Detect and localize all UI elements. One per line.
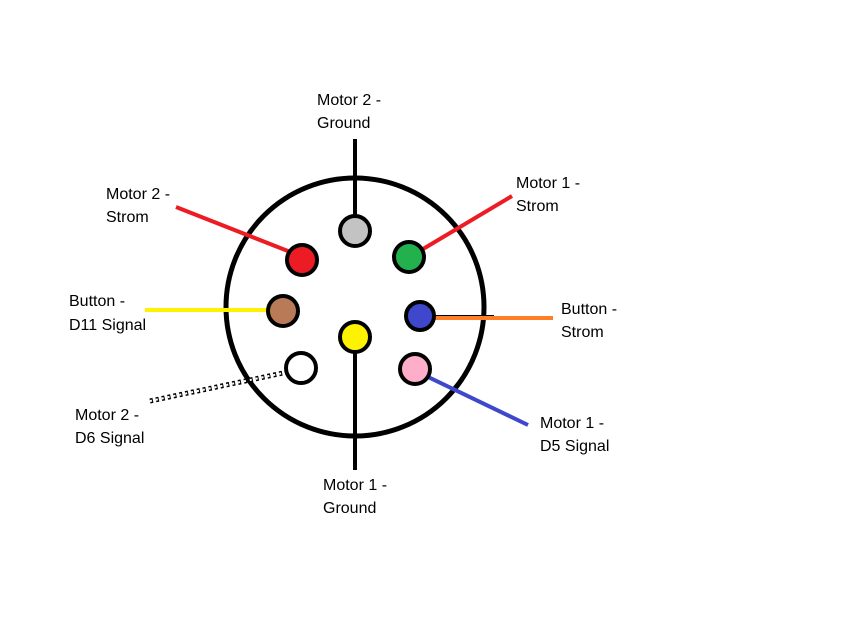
svg-text:Motor 1 -: Motor 1 - <box>540 415 604 432</box>
pin-motor2-strom <box>285 243 319 277</box>
pin-motor2-d6 <box>284 351 318 385</box>
svg-text:Button -: Button - <box>561 301 617 318</box>
label-motor1-strom: Motor 1 - Strom <box>516 175 580 215</box>
label-button-strom: Button - Strom <box>561 301 617 341</box>
svg-text:Motor 2 -: Motor 2 - <box>75 407 139 424</box>
svg-text:Motor 1 -: Motor 1 - <box>516 175 580 192</box>
svg-text:Ground: Ground <box>317 115 370 132</box>
wire-motor1-d5 <box>423 373 529 427</box>
pin-button-d11 <box>266 294 300 328</box>
svg-text:D6 Signal: D6 Signal <box>75 430 144 447</box>
label-motor1-d5: Motor 1 - D5 Signal <box>540 415 609 455</box>
label-motor1-ground: Motor 1 - Ground <box>323 477 387 517</box>
label-motor2-ground: Motor 2 - Ground <box>317 92 381 132</box>
svg-text:Strom: Strom <box>516 198 559 215</box>
pin-motor1-strom <box>392 240 426 274</box>
svg-text:Motor 2 -: Motor 2 - <box>106 186 170 203</box>
svg-text:Button -: Button - <box>69 293 125 310</box>
pin-button-strom <box>404 300 436 332</box>
svg-text:D11 Signal: D11 Signal <box>69 317 146 334</box>
svg-text:Ground: Ground <box>323 500 376 517</box>
wire-motor1-strom <box>416 194 514 254</box>
label-motor2-strom: Motor 2 - Strom <box>106 186 170 226</box>
svg-text:Motor 2 -: Motor 2 - <box>317 92 381 109</box>
label-motor2-d6: Motor 2 - D6 Signal <box>75 407 144 447</box>
svg-text:Strom: Strom <box>106 209 149 226</box>
wire-motor2-strom <box>175 205 294 255</box>
pin-motor1-ground <box>338 320 372 354</box>
svg-text:Motor 1 -: Motor 1 - <box>323 477 387 494</box>
wire-motor2-d6-white <box>149 371 289 402</box>
svg-text:D5 Signal: D5 Signal <box>540 438 609 455</box>
pin-motor2-ground <box>338 214 372 248</box>
wire-motor2-d6 <box>149 369 289 404</box>
pin-motor1-d5 <box>398 352 432 386</box>
svg-text:Strom: Strom <box>561 324 604 341</box>
label-button-d11: Button - D11 Signal <box>69 293 146 334</box>
